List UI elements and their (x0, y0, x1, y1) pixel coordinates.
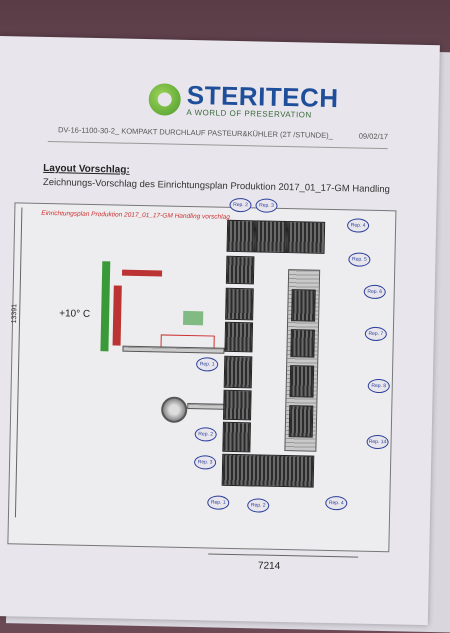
steritech-logo: STERITECH A WORLD OF PRESERVATION (148, 79, 339, 120)
machine-top-2 (254, 220, 288, 254)
right-machine-3 (289, 365, 315, 398)
drawing-title: Einrichtungsplan Produktion 2017_01_17-G… (41, 209, 230, 221)
document-date: 09/02/17 (358, 131, 389, 142)
rep-tag: Rep. 14 (366, 434, 389, 450)
document-id: DV-16-1100-30-2_ KOMPAKT DURCHLAUF PASTE… (57, 125, 333, 140)
machine-top-1 (226, 219, 256, 253)
dimension-height: 13391 (10, 303, 19, 324)
red-conveyor (112, 285, 122, 346)
logo-circle-icon (148, 82, 182, 116)
red-conveyor-top (122, 269, 163, 277)
machine-6 (223, 389, 252, 421)
layout-subtitle: Zeichnungs-Vorschlag des Einrichtungspla… (42, 176, 390, 196)
machine-7 (222, 421, 251, 453)
green-conveyor (100, 261, 111, 352)
layout-title: Layout Vorschlag: (43, 162, 130, 176)
dimension-width: 7214 (257, 560, 281, 572)
right-machine-4 (288, 405, 314, 438)
rep-tag: Rep. 2 (229, 197, 252, 213)
rep-tag: Rep. 4 (325, 495, 348, 511)
dimension-line-horizontal (208, 553, 359, 558)
rep-tag: Rep. 1 (196, 357, 219, 372)
green-unit (182, 310, 204, 326)
transfer-rail (122, 345, 225, 354)
machine-3 (225, 287, 254, 321)
machine-bottom (221, 453, 315, 488)
brand-name: STERITECH (186, 79, 339, 114)
header-separator (47, 141, 388, 150)
rep-tag: Rep. 6 (363, 284, 386, 300)
machine-2 (225, 255, 255, 285)
fan-icon (160, 396, 188, 423)
machine-4 (224, 321, 254, 353)
dimension-line-vertical (14, 207, 23, 518)
document-page: STERITECH A WORLD OF PRESERVATION DV-16-… (0, 36, 440, 626)
rep-tag: Rep. 5 (348, 252, 371, 267)
temperature-label: +10° C (59, 308, 91, 320)
right-machine-2 (290, 329, 315, 358)
document-header: DV-16-1100-30-2_ KOMPAKT DURCHLAUF PASTE… (58, 125, 388, 141)
rep-tag: Rep. 4 (346, 218, 370, 233)
rep-tag: Rep. 1 (207, 495, 230, 510)
rep-tag: Rep. 2 (194, 427, 217, 442)
rep-tag: Rep. 7 (364, 326, 387, 342)
layout-drawing: 13391 Einrichtungsplan Produktion 2017_0… (7, 197, 397, 572)
right-machine-1 (291, 289, 316, 322)
rep-tag: Rep. 8 (367, 378, 390, 394)
rep-tag: Rep. 3 (193, 455, 217, 470)
machine-top-3 (286, 221, 326, 254)
machine-5 (223, 355, 253, 389)
rep-tag: Rep. 3 (255, 198, 278, 213)
rep-tag: Rep. 2 (247, 498, 270, 513)
